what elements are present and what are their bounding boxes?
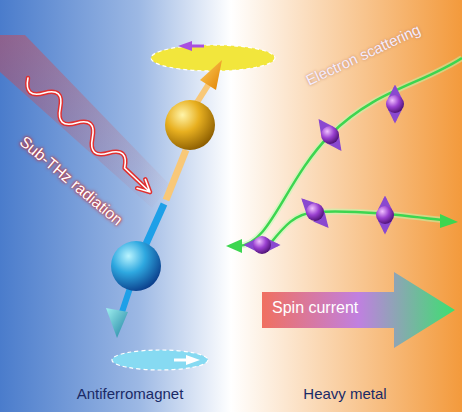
electron-sphere [253,236,271,254]
region-label: Heavy metal [295,385,395,402]
atom-sphere [111,241,161,291]
electron-paths [226,58,462,253]
spin-rod [122,288,130,312]
precession-arrow [178,41,192,51]
region-label: Antiferromagnet [70,385,190,402]
electron-path [270,212,442,244]
precession-arrow [186,355,200,365]
electron-sphere [376,206,394,224]
arrow-body [262,272,455,348]
precession-ellipse [112,350,208,370]
spin-cone [106,308,128,338]
precession-arrow [174,359,186,362]
wave-glow [27,78,150,192]
precession-ellipse [151,45,275,71]
spin-cone [200,60,222,90]
spin-pair [106,41,275,370]
path-arrowhead [440,214,458,228]
electrons [246,87,404,254]
electron-sphere [306,203,324,221]
wave-line [27,78,150,192]
electron-sphere [386,95,404,113]
path-arrowhead [226,239,242,253]
electron-sphere [321,126,339,144]
spin-current-arrow: Spin current [258,270,458,350]
electron-path [238,58,462,246]
path-glow [238,58,462,246]
radiation-wave [27,78,150,192]
spin-rod [166,150,186,200]
spin-rod [196,82,210,104]
path-glow [270,212,442,244]
arrow-label: Spin current [272,299,358,317]
precession-arrow [192,45,204,48]
atom-sphere [165,100,215,150]
spin-rod [146,204,164,244]
